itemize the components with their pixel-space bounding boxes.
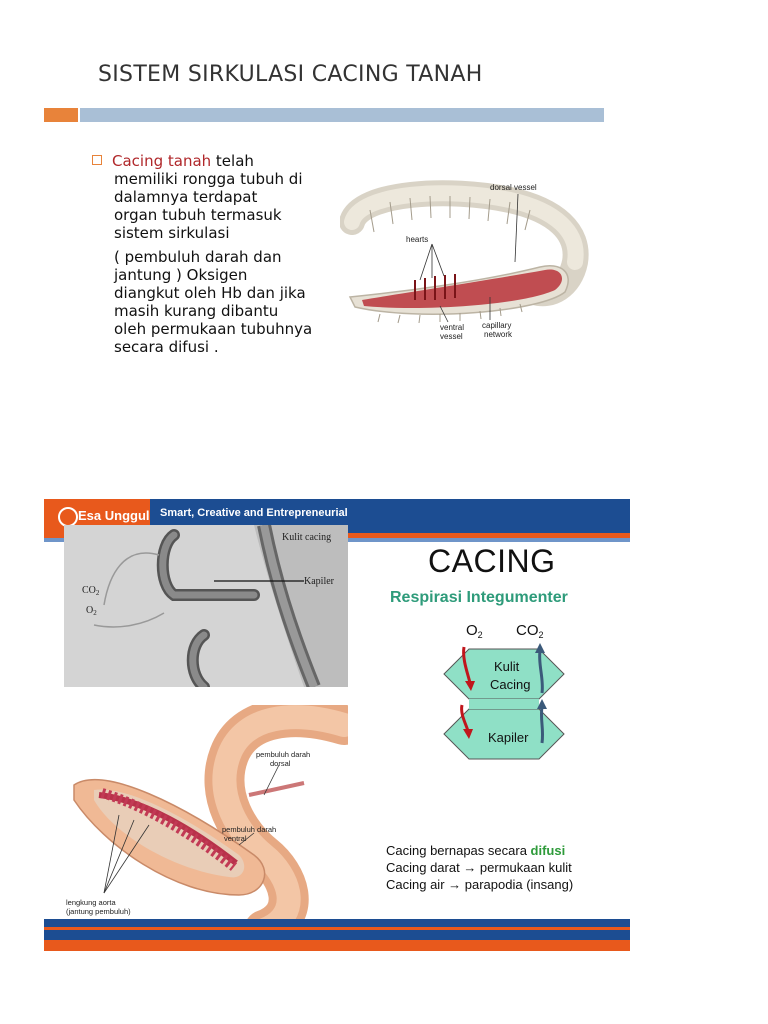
text-line: secara difusi . xyxy=(114,338,219,356)
label-network: network xyxy=(484,330,513,339)
hearts-group xyxy=(414,274,456,300)
slide2-title: CACING xyxy=(428,543,556,579)
worm-anatomy-figure: pembuluh darah dorsal pembuluh darah ven… xyxy=(64,697,364,950)
slide2-notes: Cacing bernapas secara difusi Cacing dar… xyxy=(386,842,626,893)
worm-upper-body-highlight xyxy=(344,185,584,270)
body-cavity xyxy=(94,789,245,878)
highlight-difusi: difusi xyxy=(530,843,566,858)
text-line: telah xyxy=(211,152,254,170)
diagram-o2-label: O2 xyxy=(466,622,483,640)
logo-icon xyxy=(58,507,78,527)
note-line: Cacing darat → permukaan kulit xyxy=(386,860,572,875)
text-line: diangkut oleh Hb dan jika xyxy=(114,284,306,302)
slide1-body-text: Cacing tanah telah memiliki rongga tubuh… xyxy=(92,152,324,356)
label-dorsal-vessel: dorsal vessel xyxy=(490,183,537,192)
highlight-term: Cacing tanah xyxy=(112,152,212,170)
footer-stripe xyxy=(44,940,630,951)
tagline: Smart, Creative and Entrepreneurial xyxy=(160,507,348,519)
text-line: memiliki rongga tubuh di xyxy=(114,170,303,188)
footer-stripe xyxy=(44,927,630,930)
label-kulit-cacing: Kulit cacing xyxy=(282,532,331,543)
note-line: Cacing air → parapodia (insang) xyxy=(386,877,574,892)
label-vessel: vessel xyxy=(440,332,463,341)
text-line: ( pembuluh darah dan xyxy=(114,248,282,266)
arrow-co2-up-1 xyxy=(539,706,545,744)
label-pembuluh-ventral: pembuluh darah xyxy=(222,825,276,834)
diffusion-diagram: O2 CO2 Kulit Cacing Kapiler xyxy=(443,622,565,760)
slide2: Esa Unggul Smart, Creative and Entrepren… xyxy=(44,499,630,951)
slide1-title: SISTEM SIRKULASI CACING TANAH xyxy=(98,62,483,87)
title-bar xyxy=(80,108,604,122)
dorsal-vessel xyxy=(248,781,305,797)
diagram-kulit: Kulit xyxy=(494,659,520,674)
skin-capillary-figure: Kulit cacing Kapiler CO2 O2 xyxy=(64,525,348,687)
footer-stripe xyxy=(44,919,630,927)
note-line: Cacing bernapas secara difusi xyxy=(386,843,566,858)
text-line: jantung ) Oksigen xyxy=(114,266,248,284)
diagram-cacing: Cacing xyxy=(490,677,530,692)
label-capillary: capillary xyxy=(482,321,511,330)
label-jantung-pembuluh: (jantung pembuluh) xyxy=(66,907,131,916)
title-bar-accent xyxy=(44,108,78,122)
label-pembuluh-dorsal: pembuluh darah xyxy=(256,750,310,759)
label-ventral: ventral xyxy=(440,323,464,332)
bullet-icon xyxy=(92,155,102,165)
segment-lines xyxy=(369,195,531,324)
label-ventral: ventral xyxy=(224,834,247,843)
label-lengkung-aorta: lengkung aorta xyxy=(66,898,116,907)
leader-lines xyxy=(419,193,519,323)
text-line: dalamnya terdapat xyxy=(114,188,258,206)
co2-arrow xyxy=(103,552,160,606)
o2-arrow xyxy=(93,612,165,628)
leader-lines xyxy=(103,764,280,894)
text-line: masih kurang dibantu xyxy=(114,302,279,320)
label-kapiler: Kapiler xyxy=(304,576,335,587)
label-hearts: hearts xyxy=(406,235,428,244)
worm-anatomy-svg: pembuluh darah dorsal pembuluh darah ven… xyxy=(66,697,364,950)
label-dorsal: dorsal xyxy=(270,759,291,768)
logo-text: Esa Unggul xyxy=(78,508,150,523)
arrow-o2-down-1 xyxy=(462,646,472,684)
footer-stripe xyxy=(44,930,630,940)
skin-capillary-svg: Kulit cacing Kapiler CO2 O2 xyxy=(64,525,348,687)
diagram-co2-label: CO2 xyxy=(516,622,544,640)
aortic-arches xyxy=(100,788,238,871)
diagram-kapiler: Kapiler xyxy=(488,730,529,745)
arrow-co2-up-2 xyxy=(538,650,544,694)
label-o2: O2 xyxy=(86,605,97,617)
text-line: organ tubuh termasuk xyxy=(114,206,282,224)
label-co2: CO2 xyxy=(82,585,100,597)
text-line: oleh permukaan tubuhnya xyxy=(114,320,313,338)
slide2-subtitle: Respirasi Integumenter xyxy=(390,589,568,606)
earthworm-circulation-figure: dorsal vessel hearts ventral vessel capi… xyxy=(340,180,589,341)
blood-vessel-region xyxy=(362,269,563,309)
text-line: sistem sirkulasi xyxy=(114,224,230,242)
